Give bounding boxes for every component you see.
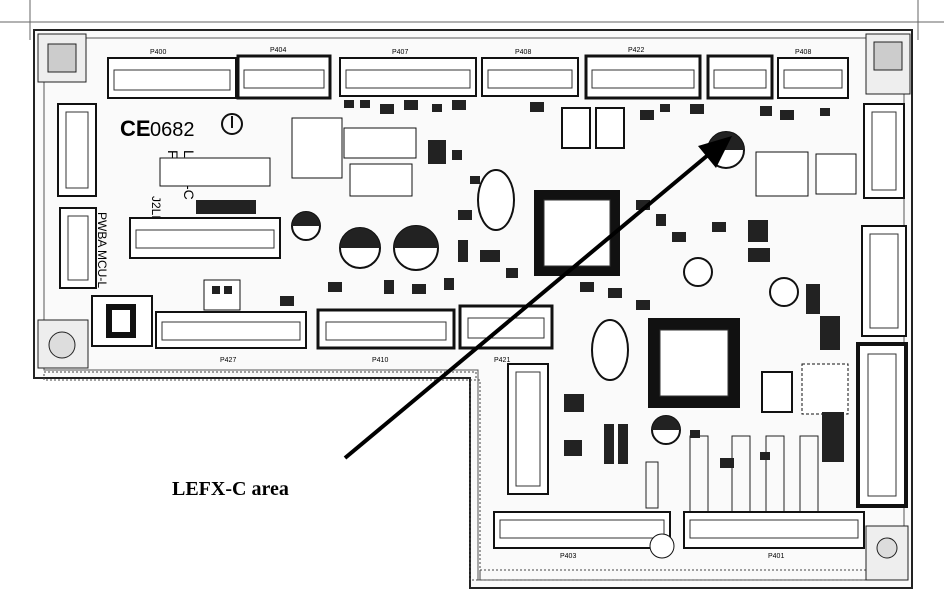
callout-arrow-head xyxy=(698,136,732,168)
connector-label: P401 xyxy=(768,553,784,560)
connector-label: P410 xyxy=(372,357,388,364)
connector-p400: P400 xyxy=(107,49,237,99)
mounting-hole-top-right xyxy=(865,33,911,95)
silk-pwba: PWBA MCU-L xyxy=(95,212,109,288)
mounting-hole-bottom-right xyxy=(865,525,909,581)
smd-components xyxy=(280,100,844,468)
connector-p403 xyxy=(861,225,907,337)
connector-label: P421 xyxy=(494,357,510,364)
connector-p403-bottom: P403 xyxy=(493,511,671,560)
connector-p409 xyxy=(863,103,905,199)
connector-p404: P404 xyxy=(236,47,332,100)
ce-mark: CE xyxy=(120,116,151,141)
connector-p421: P421 xyxy=(458,304,554,364)
connector-label: P422 xyxy=(628,47,644,54)
connector-p407: P407 xyxy=(339,49,477,97)
connector-p410: P410 xyxy=(316,308,456,364)
ic-chip-lower xyxy=(648,318,740,408)
callout-arrow-line xyxy=(343,148,716,460)
connector-label: P427 xyxy=(220,357,236,364)
ic-chip-upper xyxy=(534,190,620,276)
connector-label: P400 xyxy=(150,49,166,56)
connector-label: P408 xyxy=(795,49,811,56)
connector-p427: P427 xyxy=(155,311,307,364)
connector-p420 xyxy=(57,103,97,197)
connector-p422: P422 xyxy=(584,47,702,100)
connector-label: P408 xyxy=(515,49,531,56)
connector-label: P404 xyxy=(270,47,286,54)
mounting-hole-bottom-left xyxy=(37,319,89,369)
connector-p429 xyxy=(91,295,153,347)
connector-label: P407 xyxy=(392,49,408,56)
cert-number: 0682 xyxy=(150,119,195,141)
connector-p405 xyxy=(59,207,97,289)
connector-p401: P401 xyxy=(683,511,865,560)
connector-p428 xyxy=(856,342,908,508)
connector-p408b: P408 xyxy=(777,49,849,99)
connector-p408: P408 xyxy=(481,49,579,97)
callout-caption: LEFX-C area xyxy=(172,478,289,500)
connector-vertical-mid xyxy=(507,363,549,495)
connector-label: P403 xyxy=(560,553,576,560)
mounting-hole-top-left xyxy=(37,33,87,83)
connector-p406 xyxy=(706,54,774,100)
